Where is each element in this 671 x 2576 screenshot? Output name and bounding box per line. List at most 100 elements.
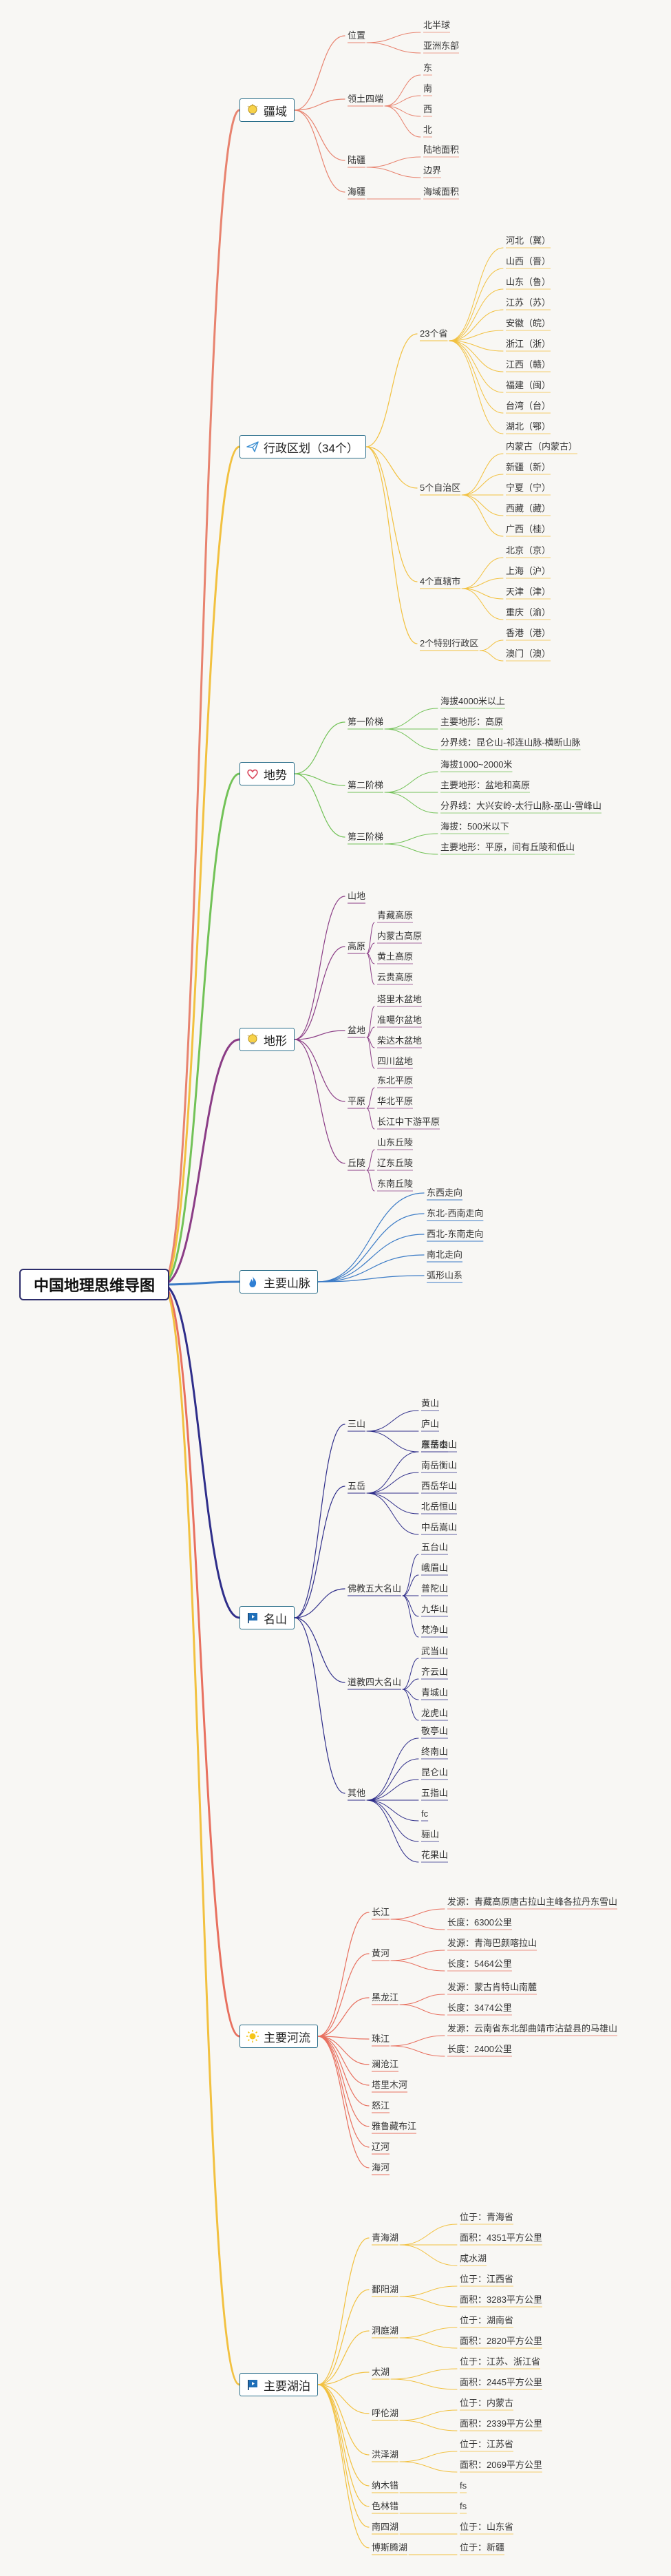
leaf-位于-江苏省[interactable]: 位于：江苏省 [460,2439,514,2449]
leaf-北[interactable]: 北 [423,125,433,135]
leaf-河北-冀[interactable]: 河北（冀） [506,235,551,246]
subtopic-怒江[interactable]: 怒江 [372,2100,390,2111]
leaf-柴达木盆地[interactable]: 柴达木盆地 [377,1035,423,1046]
leaf-内蒙古高原[interactable]: 内蒙古高原 [377,931,423,941]
leaf-峨眉山[interactable]: 峨眉山 [421,1563,449,1573]
root-node[interactable]: 中国地理思维导图 [19,1269,169,1300]
leaf-位于-山东省[interactable]: 位于：山东省 [460,2522,514,2532]
leaf-青藏高原[interactable]: 青藏高原 [377,910,414,920]
subtopic-第三阶梯[interactable]: 第三阶梯 [348,832,384,842]
leaf-fc[interactable]: fc [421,1808,429,1819]
leaf-花果山[interactable]: 花果山 [421,1850,449,1860]
leaf-发源-云南省东北部曲靖市沾益县的马雄山[interactable]: 发源：云南省东北部曲靖市沾益县的马雄山 [447,2023,618,2034]
subtopic-2个特别行政区[interactable]: 2个特别行政区 [420,638,479,648]
leaf-山西-晋[interactable]: 山西（晋） [506,256,551,266]
leaf-东南丘陵[interactable]: 东南丘陵 [377,1179,414,1189]
leaf-海拔4000米以上[interactable]: 海拔4000米以上 [440,696,505,706]
subtopic-海河[interactable]: 海河 [372,2162,390,2173]
leaf-fs[interactable]: fs [460,2480,467,2491]
leaf-面积-2069平方公里[interactable]: 面积：2069平方公里 [460,2460,542,2470]
leaf-长度-3474公里[interactable]: 长度：3474公里 [447,2003,512,2013]
leaf-发源-青海巴颜喀拉山[interactable]: 发源：青海巴颜喀拉山 [447,1938,537,1948]
leaf-西[interactable]: 西 [423,104,433,114]
leaf-咸水湖[interactable]: 咸水湖 [460,2253,487,2263]
subtopic-太湖[interactable]: 太湖 [372,2367,390,2377]
leaf-位于-青海省[interactable]: 位于：青海省 [460,2212,514,2222]
subtopic-三山[interactable]: 三山 [348,1419,366,1429]
leaf-陆地面积[interactable]: 陆地面积 [423,145,460,155]
leaf-塔里木盆地[interactable]: 塔里木盆地 [377,994,423,1004]
leaf-四川盆地[interactable]: 四川盆地 [377,1056,414,1066]
leaf-主要地形-平原-间有丘陵和低山[interactable]: 主要地形：平原，间有丘陵和低山 [440,842,575,852]
leaf-内蒙古-内蒙古[interactable]: 内蒙古（内蒙古） [506,441,578,452]
leaf-面积-2339平方公里[interactable]: 面积：2339平方公里 [460,2418,542,2429]
leaf-东岳泰山[interactable]: 东岳泰山 [421,1439,458,1450]
leaf-准噶尔盆地[interactable]: 准噶尔盆地 [377,1015,423,1025]
leaf-面积-2820平方公里[interactable]: 面积：2820平方公里 [460,2336,542,2346]
subtopic-高原[interactable]: 高原 [348,941,366,951]
leaf-长度-5464公里[interactable]: 长度：5464公里 [447,1959,512,1969]
subtopic-色林错[interactable]: 色林错 [372,2501,399,2511]
subtopic-五岳[interactable]: 五岳 [348,1481,366,1491]
leaf-敬亭山[interactable]: 敬亭山 [421,1726,449,1736]
leaf-五台山[interactable]: 五台山 [421,1542,449,1552]
subtopic-黄河[interactable]: 黄河 [372,1948,390,1959]
leaf-武当山[interactable]: 武当山 [421,1646,449,1656]
leaf-长度-6300公里[interactable]: 长度：6300公里 [447,1917,512,1928]
subtopic-珠江[interactable]: 珠江 [372,2034,390,2044]
leaf-宁夏-宁[interactable]: 宁夏（宁） [506,483,551,493]
topic-地势[interactable]: 地势 [239,762,295,785]
leaf-青城山[interactable]: 青城山 [421,1687,449,1698]
topic-主要河流[interactable]: 主要河流 [239,2025,318,2048]
subtopic-23个省[interactable]: 23个省 [420,328,448,339]
leaf-主要地形-盆地和高原[interactable]: 主要地形：盆地和高原 [440,780,531,790]
leaf-龙虎山[interactable]: 龙虎山 [421,1708,449,1718]
subtopic-雅鲁藏布江[interactable]: 雅鲁藏布江 [372,2121,417,2131]
subtopic-第二阶梯[interactable]: 第二阶梯 [348,780,384,790]
topic-名山[interactable]: 名山 [239,1606,295,1629]
topic-地形[interactable]: 地形 [239,1028,295,1051]
leaf-新疆-新[interactable]: 新疆（新） [506,462,551,472]
leaf-发源-蒙古肯特山南麓[interactable]: 发源：蒙古肯特山南麓 [447,1982,537,1992]
subtopic-黑龙江[interactable]: 黑龙江 [372,1992,399,2003]
leaf-澳门-澳[interactable]: 澳门（澳） [506,648,551,659]
leaf-面积-2445平方公里[interactable]: 面积：2445平方公里 [460,2377,542,2387]
leaf-主要地形-高原[interactable]: 主要地形：高原 [440,717,504,727]
leaf-北京-京[interactable]: 北京（京） [506,545,551,556]
leaf-天津-津[interactable]: 天津（津） [506,587,551,597]
subtopic-道教四大名山[interactable]: 道教四大名山 [348,1677,402,1687]
topic-主要湖泊[interactable]: 主要湖泊 [239,2373,318,2396]
leaf-昆仑山[interactable]: 昆仑山 [421,1767,449,1777]
leaf-五指山[interactable]: 五指山 [421,1788,449,1798]
leaf-黄土高原[interactable]: 黄土高原 [377,951,414,962]
leaf-湖北-鄂[interactable]: 湖北（鄂） [506,421,551,432]
subtopic-4个直辖市[interactable]: 4个直辖市 [420,576,461,587]
subtopic-东西走向[interactable]: 东西走向 [427,1187,463,1198]
leaf-浙江-浙[interactable]: 浙江（浙） [506,339,551,349]
leaf-东北平原[interactable]: 东北平原 [377,1075,414,1086]
leaf-发源-青藏高原唐古拉山主峰各拉丹东雪山[interactable]: 发源：青藏高原唐古拉山主峰各拉丹东雪山 [447,1897,618,1907]
subtopic-领土四端[interactable]: 领土四端 [348,94,384,104]
leaf-黄山[interactable]: 黄山 [421,1398,440,1408]
leaf-南岳衡山[interactable]: 南岳衡山 [421,1460,458,1470]
subtopic-平原[interactable]: 平原 [348,1096,366,1106]
topic-主要山脉[interactable]: 主要山脉 [239,1270,318,1294]
subtopic-青海湖[interactable]: 青海湖 [372,2232,399,2243]
topic-疆域[interactable]: 疆域 [239,98,295,122]
subtopic-呼伦湖[interactable]: 呼伦湖 [372,2408,399,2418]
subtopic-南四湖[interactable]: 南四湖 [372,2522,399,2532]
leaf-海拔1000-2000米[interactable]: 海拔1000~2000米 [440,759,513,770]
subtopic-塔里木河[interactable]: 塔里木河 [372,2080,408,2090]
subtopic-其他[interactable]: 其他 [348,1788,366,1798]
subtopic-山地[interactable]: 山地 [348,891,366,901]
subtopic-位置[interactable]: 位置 [348,30,366,41]
subtopic-盆地[interactable]: 盆地 [348,1025,366,1035]
leaf-面积-3283平方公里[interactable]: 面积：3283平方公里 [460,2294,542,2305]
leaf-位于-新疆[interactable]: 位于：新疆 [460,2542,505,2553]
leaf-庐山[interactable]: 庐山 [421,1419,440,1429]
leaf-长江中下游平原[interactable]: 长江中下游平原 [377,1117,440,1127]
leaf-分界线-昆仑山-祁连山脉-横断山脉[interactable]: 分界线：昆仑山-祁连山脉-横断山脉 [440,737,581,748]
subtopic-纳木错[interactable]: 纳木错 [372,2480,399,2491]
leaf-位于-湖南省[interactable]: 位于：湖南省 [460,2315,514,2325]
leaf-山东丘陵[interactable]: 山东丘陵 [377,1137,414,1148]
